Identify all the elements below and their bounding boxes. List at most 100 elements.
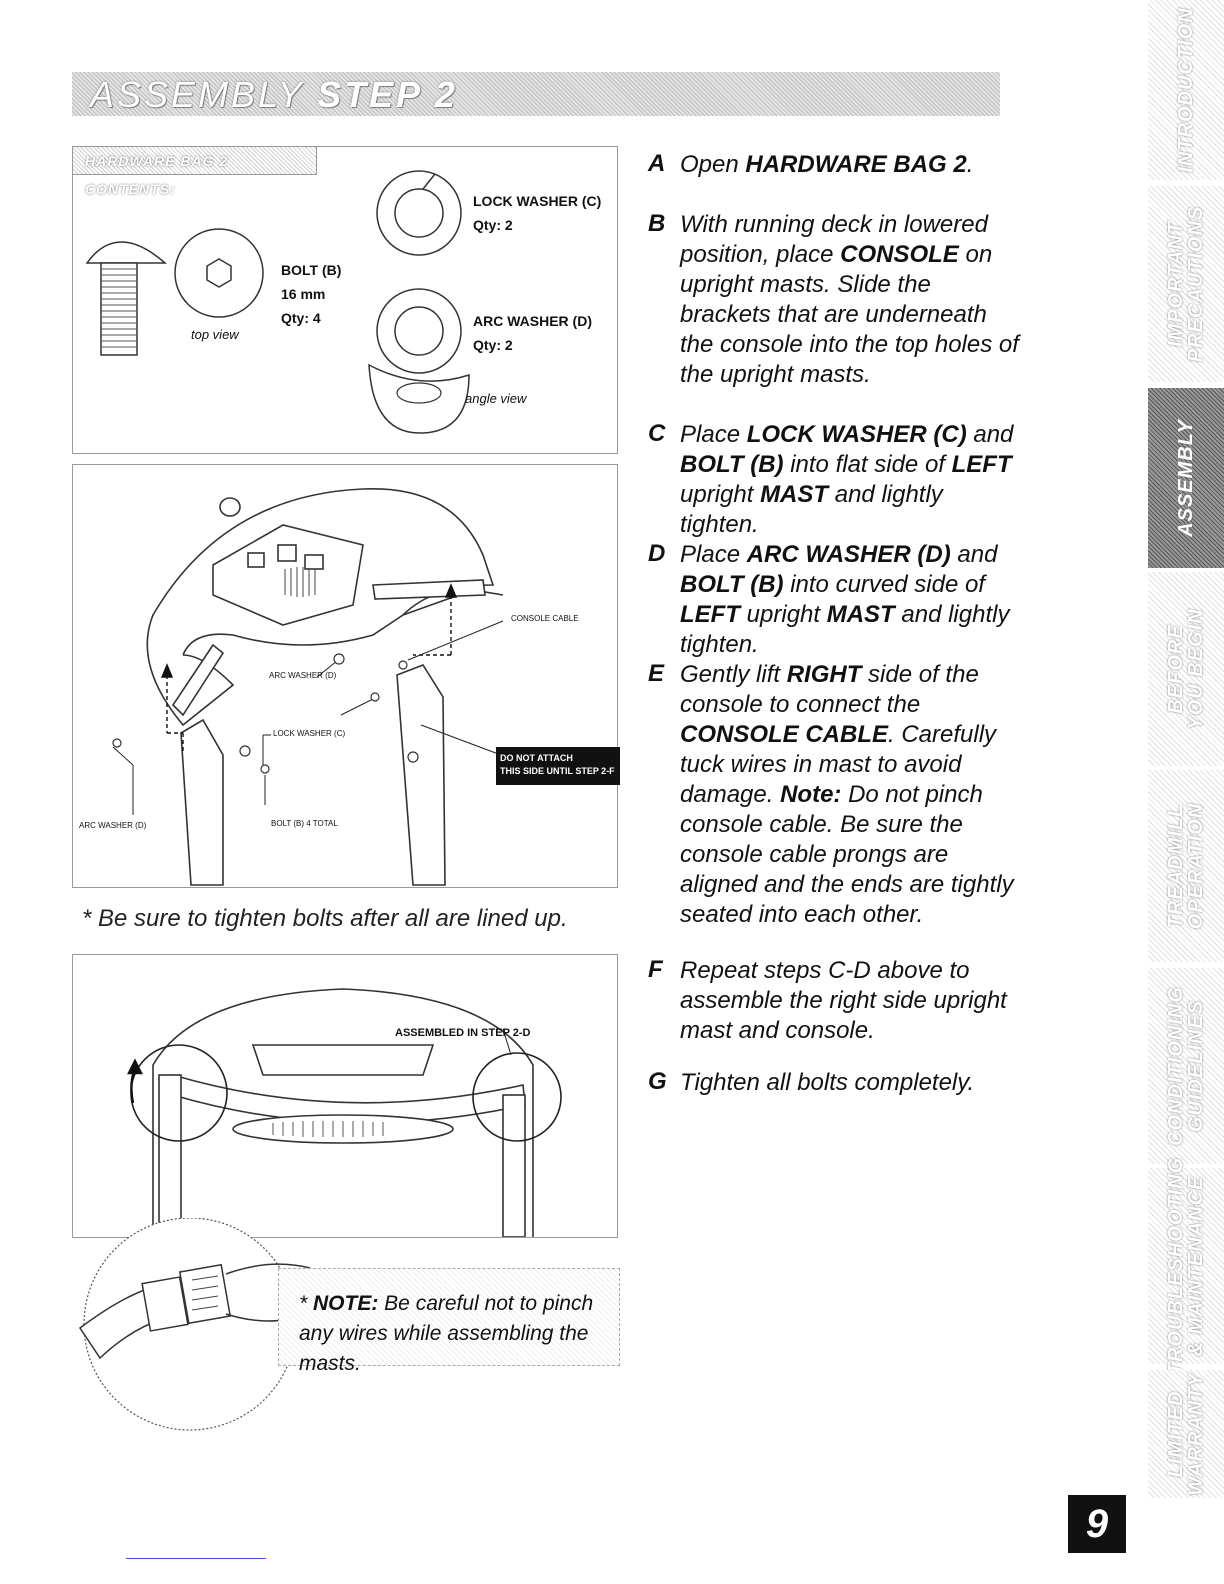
tab-assembly[interactable]: ASSEMBLY [1148,388,1224,568]
bolt-view-label: top view [191,327,239,342]
step-text-run: and lightly tighten. [680,601,1010,658]
step-text-emphasis: LOCK WASHER (C) [746,421,967,448]
arc-washer-angle-icon [368,363,470,434]
arc-washer-icon [376,288,462,374]
step-text-emphasis: LEFT [951,451,1012,478]
arc-washer-qty: Qty: 2 [473,337,513,353]
step-text-run: . [966,151,974,178]
step-text-emphasis: LEFT [680,601,740,628]
step-text-emphasis: BOLT (B) [680,451,784,478]
step-text-emphasis: ARC WASHER (D) [746,541,951,568]
bolt-top-icon [174,228,264,318]
step-text: Tighten all bolts completely. [680,1068,1020,1098]
step-text-emphasis: HARDWARE BAG 2 [745,151,967,178]
pinch-note-bold: NOTE: [313,1292,379,1315]
lock-washer-qty: Qty: 2 [473,217,513,233]
warning-line-1: DO NOT ATTACH [500,753,573,763]
bolt-size: 16 mm [281,286,326,302]
step-text-run: into curved side of [783,571,985,598]
step-text: With running deck in lowered position, p… [680,210,1020,390]
right-detail-circle [472,1052,562,1142]
step-text-run: Place [680,421,747,448]
step-text-run: and lightly tighten. [680,481,943,538]
do-not-attach-warning: DO NOT ATTACH THIS SIDE UNTIL STEP 2-F [496,747,620,785]
assembled-drawing [127,988,562,1237]
step-text: Place LOCK WASHER (C) and BOLT (B) into … [680,420,1020,540]
step-text: Place ARC WASHER (D) and BOLT (B) into c… [680,540,1020,660]
bolt-count-label: BOLT (B) 4 TOTAL [271,819,338,828]
assembled-console-figure: ASSEMBLED IN STEP 2-D [72,954,618,1238]
left-mast [180,718,224,886]
step-letter: G [648,1068,667,1095]
step-text-run: on upright masts. Slide the brackets tha… [680,241,1019,388]
step-text-run: Repeat steps C-D above to assemble the r… [680,957,1007,1044]
step-text-emphasis: MAST [826,601,895,628]
step-text-run: upright [680,481,761,508]
console-mounting-figure: CONSOLE CABLE ARC WASHER (D) LOCK WASHER… [72,464,618,888]
tab-label: ASSEMBLY [1175,419,1197,537]
step-text-run: into flat side of [783,451,952,478]
hardware-drawings [85,170,470,434]
pinch-note-prefix: * [299,1292,314,1315]
cable-connector-detail [78,1218,311,1431]
right-mast [396,664,446,886]
pinch-wires-note: * NOTE: Be careful not to pinch any wire… [278,1268,620,1375]
step-text-run: Tighten all bolts completely. [680,1069,975,1096]
bolt-side-icon [85,241,167,356]
banner-title: ASSEMBLY STEP 2 [90,74,458,116]
warning-line-2: THIS SIDE UNTIL STEP 2-F [500,766,615,776]
step-text-run: Open [680,151,746,178]
bolt-name: BOLT (B) [281,262,342,278]
footer-rule [126,1558,266,1559]
step-text-run: and [966,421,1014,448]
right-handle [372,579,486,600]
tab-introduction[interactable]: INTRODUCTION [1148,0,1224,180]
step-text-emphasis: RIGHT [786,661,862,688]
step-text-run: . Carefully tuck wires in mast to avoid … [680,721,997,808]
arc-washer-left-label: ARC WASHER (D) [79,821,147,830]
banner-title-light: ASSEMBLY [90,74,305,115]
step-letter: B [648,210,666,237]
console-drawing [112,488,504,886]
step-text-run: Gently lift [680,661,787,688]
arc-washer-view-label: angle view [465,391,527,406]
step-text-emphasis: BOLT (B) [680,571,784,598]
tab-label: TROUBLESHOOTING& MAINTENANCE [1165,1156,1207,1376]
arc-washer-name: ARC WASHER (D) [473,313,592,329]
step-text-run: With running deck in lowered position, p… [680,211,988,268]
step-text-emphasis: Note: [780,781,842,808]
step-letter: A [648,150,666,177]
step-letter: F [648,956,663,983]
bolt-qty: Qty: 4 [281,310,321,326]
banner-title-bold: STEP 2 [317,74,458,115]
step-text-emphasis: CONSOLE CABLE [680,721,889,748]
step-text-emphasis: MAST [760,481,829,508]
assembled-label: ASSEMBLED IN STEP 2-D [395,1027,531,1039]
pinch-note-text: Be careful not to pinch any wires while … [299,1292,594,1375]
lock-washer-label: LOCK WASHER (C) [273,729,346,738]
lock-washer-name: LOCK WASHER (C) [473,193,602,209]
step-text: Open HARDWARE BAG 2. [680,150,1020,180]
step-letter: D [648,540,666,567]
step-text: Gently lift RIGHT side of the console to… [680,660,1020,930]
step-text-emphasis: CONSOLE [840,241,959,268]
step-text-run: Place [680,541,747,568]
step-text-run: Do not pinch console cable. Be sure the … [680,781,1014,928]
hardware-contents-box: HARDWARE BAG 2 CONTENTS: [72,146,618,454]
step-banner: ASSEMBLY STEP 2 [72,72,1000,116]
tab-troubleshooting[interactable]: TROUBLESHOOTING& MAINTENANCE [1148,1157,1224,1375]
console-cable-label: CONSOLE CABLE [511,614,579,623]
page-number: 9 [1068,1495,1126,1553]
hardware-title: HARDWARE BAG 2 CONTENTS: [73,147,317,197]
step-letter: E [648,660,665,687]
step-letter: C [648,420,666,447]
